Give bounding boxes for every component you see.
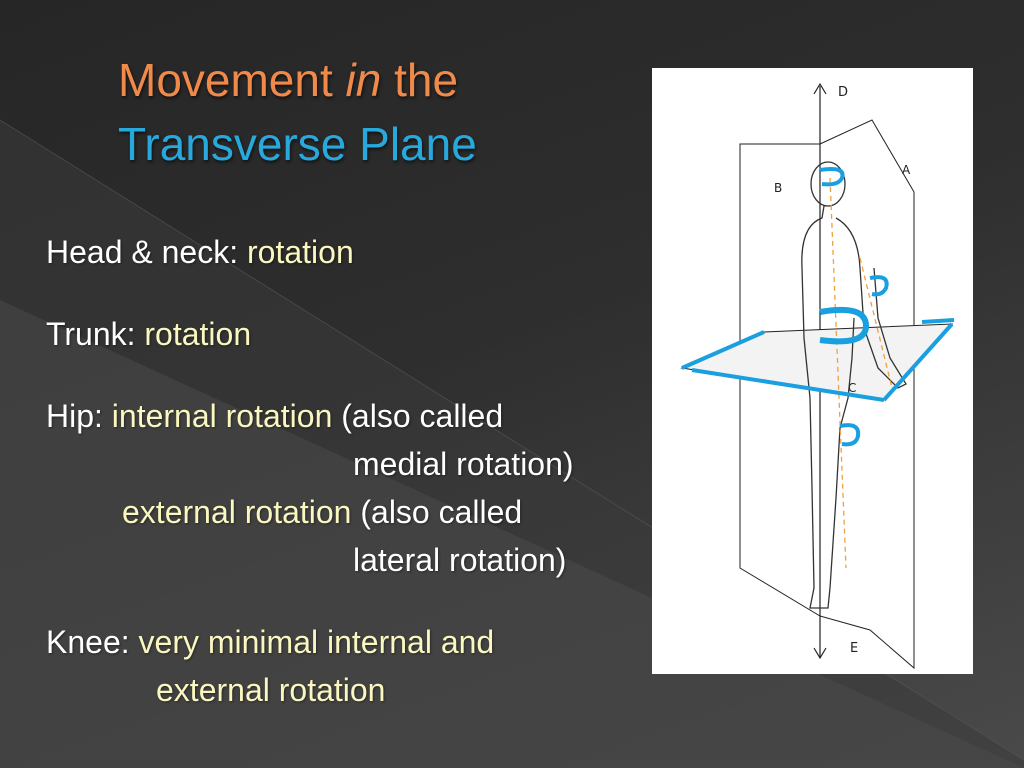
rotation-arrow-knee: [839, 423, 861, 447]
arrow-up-d: [813, 82, 827, 95]
item-trunk: Trunk: rotation: [46, 314, 251, 354]
title-part3: the: [381, 54, 459, 106]
arrow-down-e: [813, 647, 827, 660]
title-part1: Movement: [118, 54, 346, 106]
hip-note1b: medial rotation): [353, 446, 574, 482]
label-b: B: [774, 181, 782, 195]
dashed-axis-head: [829, 177, 847, 569]
hip-label: Hip:: [46, 398, 112, 434]
transverse-edge-front: [691, 368, 885, 402]
rotation-arrow-shoulder: [869, 275, 889, 297]
transverse-edge-left: [681, 330, 765, 370]
label-c: C: [848, 381, 856, 395]
knee-label: Knee:: [46, 624, 139, 660]
hip-note2a: (also called: [351, 494, 523, 530]
item-head-neck: Head & neck: rotation: [46, 232, 354, 272]
label-a: A: [902, 163, 911, 177]
trunk-label: Trunk:: [46, 316, 145, 352]
hip-value2: external rotation: [122, 494, 352, 530]
plane-a: [819, 119, 915, 670]
knee-value-line2: external rotation: [156, 672, 386, 708]
hip-note1a: (also called: [332, 398, 504, 434]
knee-value-line1: very minimal internal and: [138, 624, 495, 660]
label-d: D: [838, 85, 848, 100]
trunk-value: rotation: [144, 316, 252, 352]
transverse-edge-back: [921, 318, 955, 324]
hip-note2b: lateral rotation): [353, 542, 567, 578]
hip-value1: internal rotation: [111, 398, 333, 434]
transverse-edge-right: [882, 322, 954, 402]
anatomical-planes-figure: D E B A C: [652, 68, 973, 674]
head-value: rotation: [247, 234, 354, 270]
rotation-arrow-head: [819, 167, 845, 187]
item-knee-line1: Knee: very minimal internal and: [46, 622, 494, 662]
head-label: Head & neck:: [46, 234, 247, 270]
item-hip-line1: Hip: internal rotation (also called: [46, 396, 503, 436]
item-hip-line3: external rotation (also called: [122, 492, 522, 532]
rotation-arrow-trunk: [819, 306, 870, 345]
title-part2: in: [345, 54, 382, 106]
label-e: E: [850, 641, 858, 656]
slide-title: Movement in the Transverse Plane: [118, 48, 638, 176]
title-line2: Transverse Plane: [118, 118, 477, 170]
dashed-axis-arm: [859, 257, 893, 389]
